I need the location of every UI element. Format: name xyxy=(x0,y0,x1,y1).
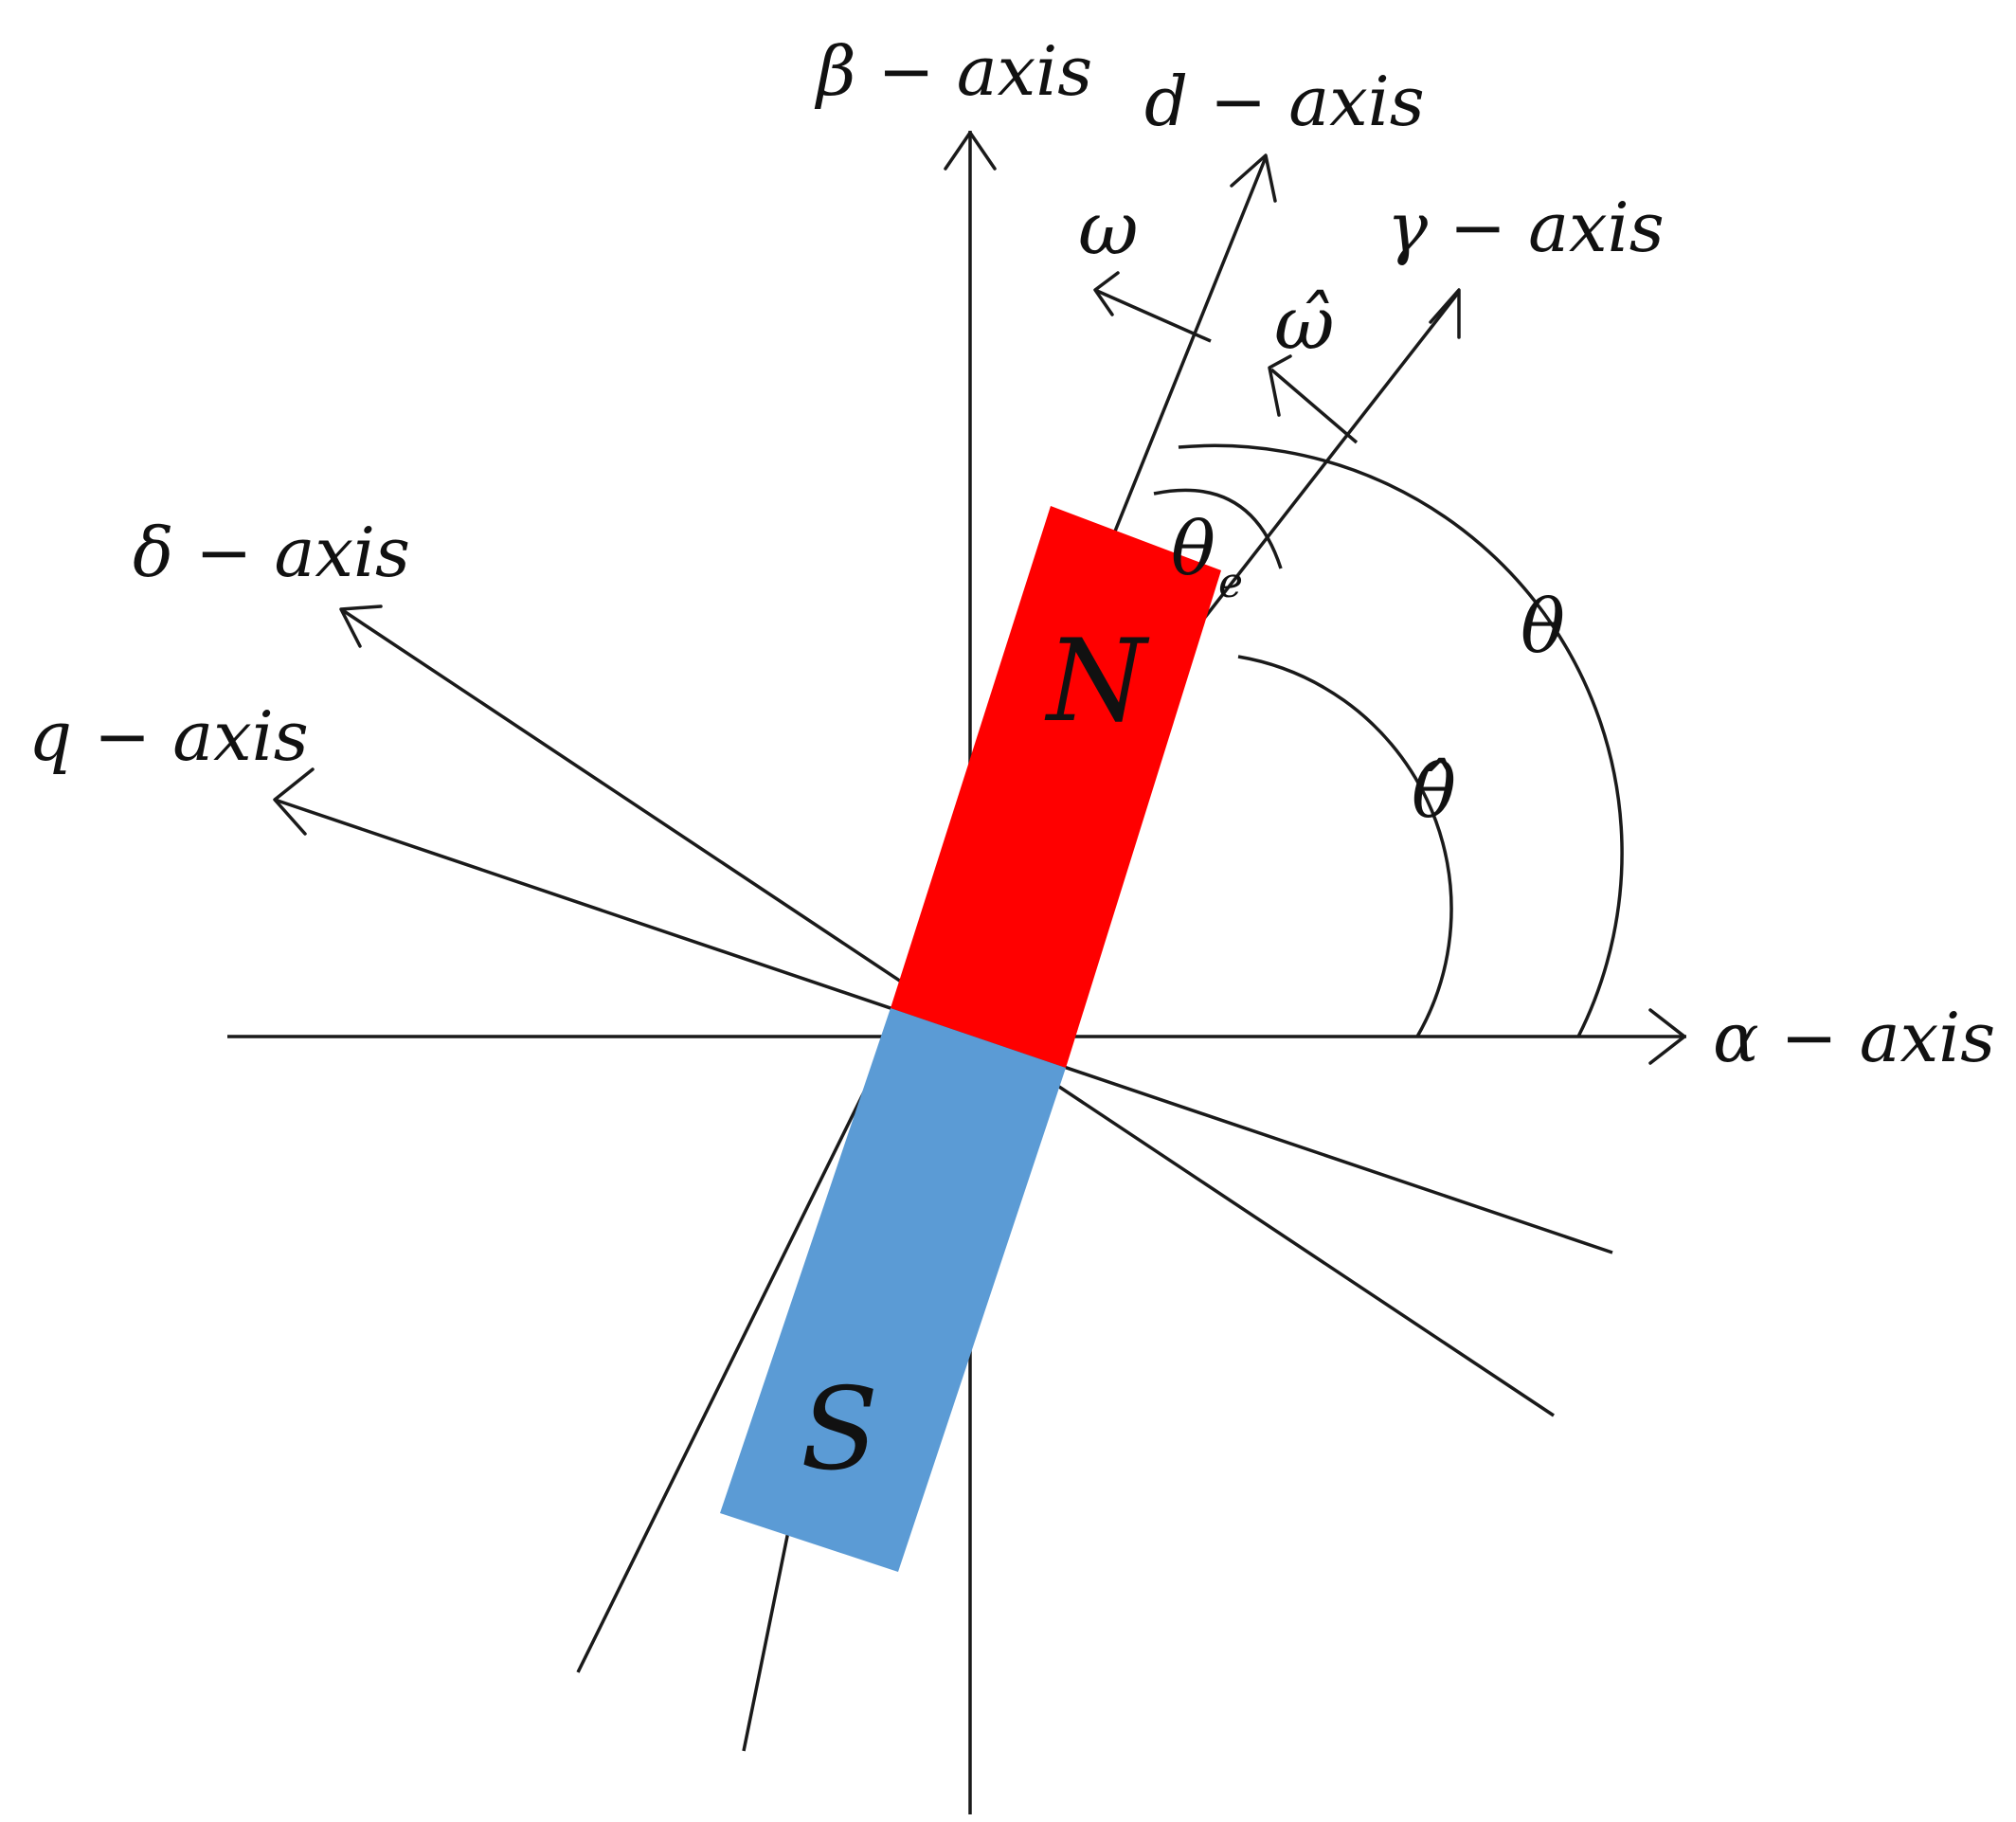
magnet-north-pole xyxy=(891,506,1221,1068)
omega-hat-arrowhead xyxy=(1268,354,1292,417)
magnet-south-pole xyxy=(720,1008,1066,1572)
q-axis-arrowhead xyxy=(273,767,315,836)
gamma-axis-lower-extension xyxy=(576,1045,889,1673)
gamma-axis-label: γ − axis xyxy=(1387,188,1665,267)
alpha-axis-arrowhead xyxy=(1648,1008,1686,1065)
gamma-axis-arrowhead xyxy=(1429,288,1461,339)
d-axis-arrowhead xyxy=(1230,153,1277,203)
theta-e-label: θ xyxy=(1171,507,1215,592)
omega-hat-label: ω̂ xyxy=(1274,281,1335,367)
delta-axis-label: δ − axis xyxy=(133,513,410,592)
theta-arc xyxy=(1178,443,1624,1037)
d-axis-label: d − axis xyxy=(1144,62,1425,141)
north-pole-label: N xyxy=(1044,616,1150,748)
omega-arrow-line xyxy=(1096,289,1212,343)
alpha-axis-label: α − axis xyxy=(1713,998,1995,1077)
q-axis-label: q − axis xyxy=(28,696,309,776)
theta-e-arc xyxy=(1153,488,1283,569)
south-pole-label: S xyxy=(801,1364,878,1496)
beta-axis-label: β − axis xyxy=(814,31,1092,111)
theta-hat-label: θ̂ xyxy=(1412,749,1456,835)
omega-label: ω xyxy=(1078,187,1139,272)
theta-e-subscript: e xyxy=(1218,559,1243,607)
theta-label: θ xyxy=(1521,585,1565,670)
beta-axis-arrowhead xyxy=(944,131,997,171)
omega-arrowhead xyxy=(1093,271,1120,316)
delta-axis-arrowhead xyxy=(339,604,383,648)
omega-hat-arrow-line xyxy=(1269,368,1359,444)
theta-hat-arc xyxy=(1237,655,1453,1037)
